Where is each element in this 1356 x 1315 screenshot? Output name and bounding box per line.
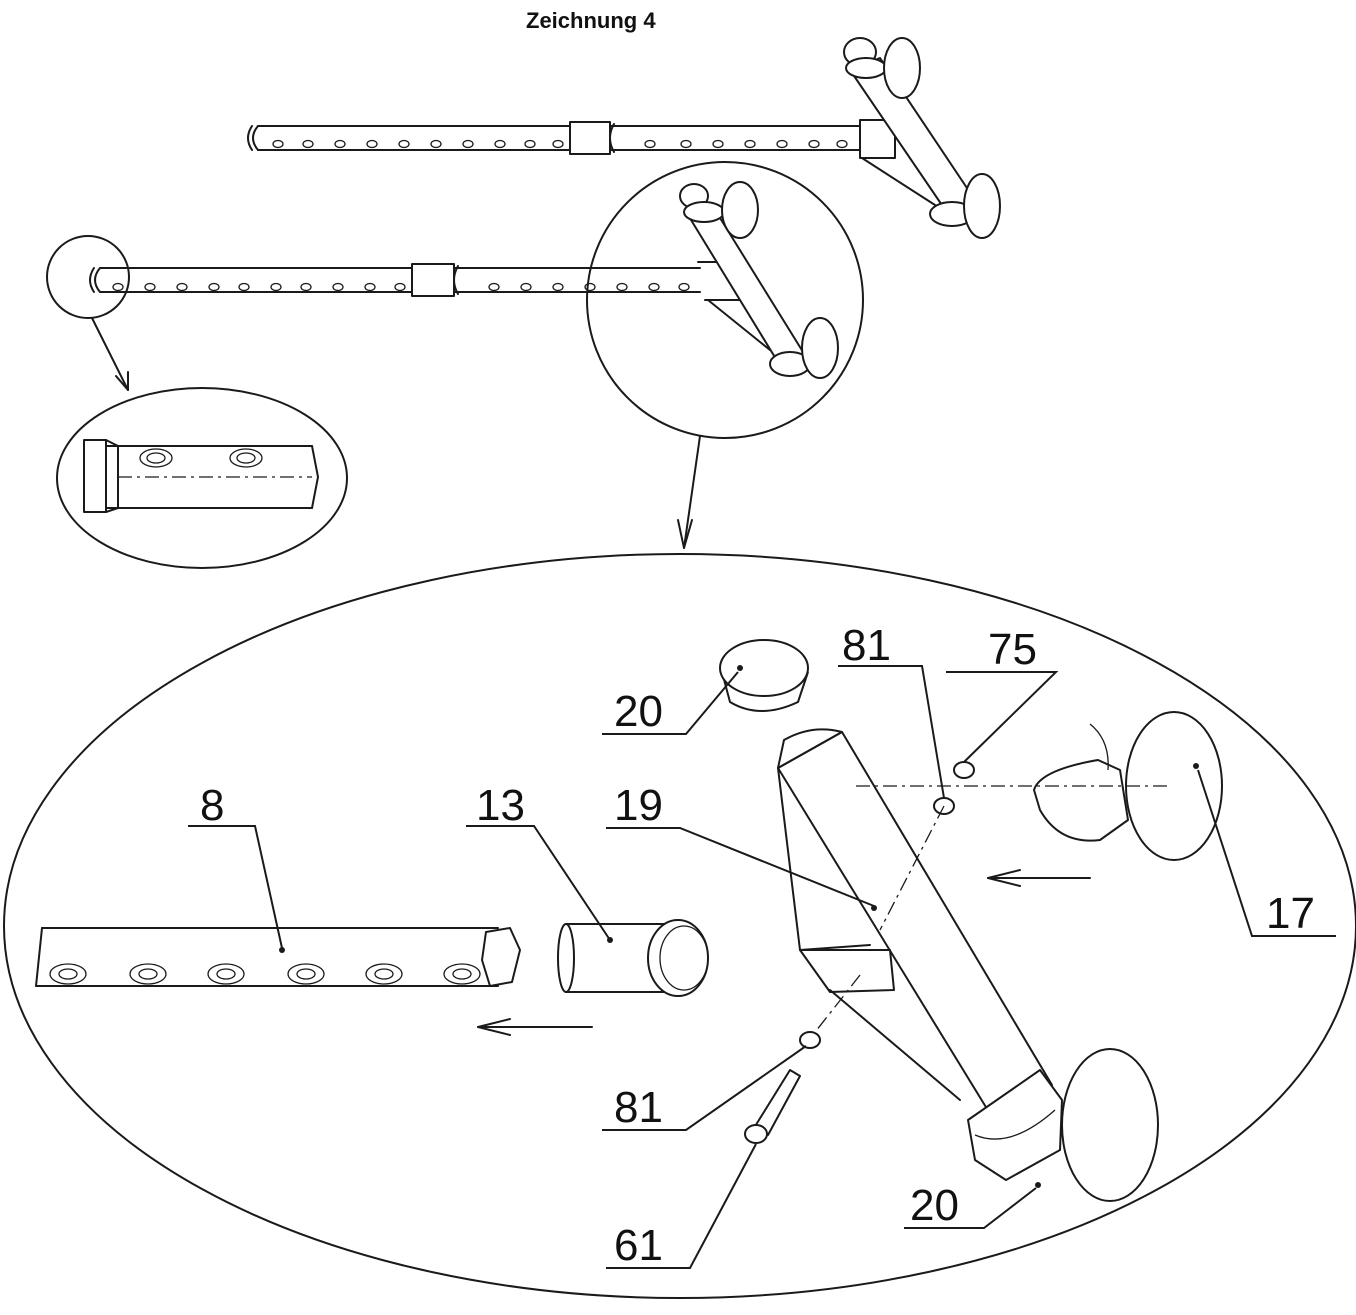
- detail-arrows: [91, 317, 701, 549]
- exploded-detail: 8 13 19 20 81 75 17 81 61 20: [3, 553, 1356, 1299]
- callout-13: 13: [476, 781, 525, 830]
- detail-circle-left: [46, 235, 130, 319]
- detail-circle-right: [586, 161, 864, 439]
- callout-81-top: 81: [842, 621, 891, 670]
- callout-81-bottom: 81: [614, 1083, 663, 1132]
- part-tube-bracket: [777, 728, 1159, 1202]
- callout-19: 19: [614, 781, 663, 830]
- callout-8: 8: [200, 781, 224, 830]
- part-sleeve: [557, 919, 709, 997]
- callout-labels: 8 13 19 20 81 75 17 81 61 20: [200, 621, 1315, 1270]
- rod-end-detail: [56, 387, 348, 569]
- part-cap-top: [719, 639, 809, 712]
- part-rod: [35, 927, 521, 987]
- callout-17: 17: [1266, 889, 1315, 938]
- callout-20-bottom: 20: [910, 1181, 959, 1230]
- drawing-title: Zeichnung 4: [526, 8, 656, 33]
- leader-lines: [188, 665, 1336, 1269]
- callout-75: 75: [988, 625, 1037, 674]
- callout-61: 61: [614, 1221, 663, 1270]
- part-fasteners: [744, 761, 975, 1144]
- upper-assembly-overview: [247, 37, 1001, 239]
- part-clamp: [1033, 711, 1223, 861]
- middle-assembly-overview: [46, 161, 864, 439]
- callout-20-top: 20: [614, 687, 663, 736]
